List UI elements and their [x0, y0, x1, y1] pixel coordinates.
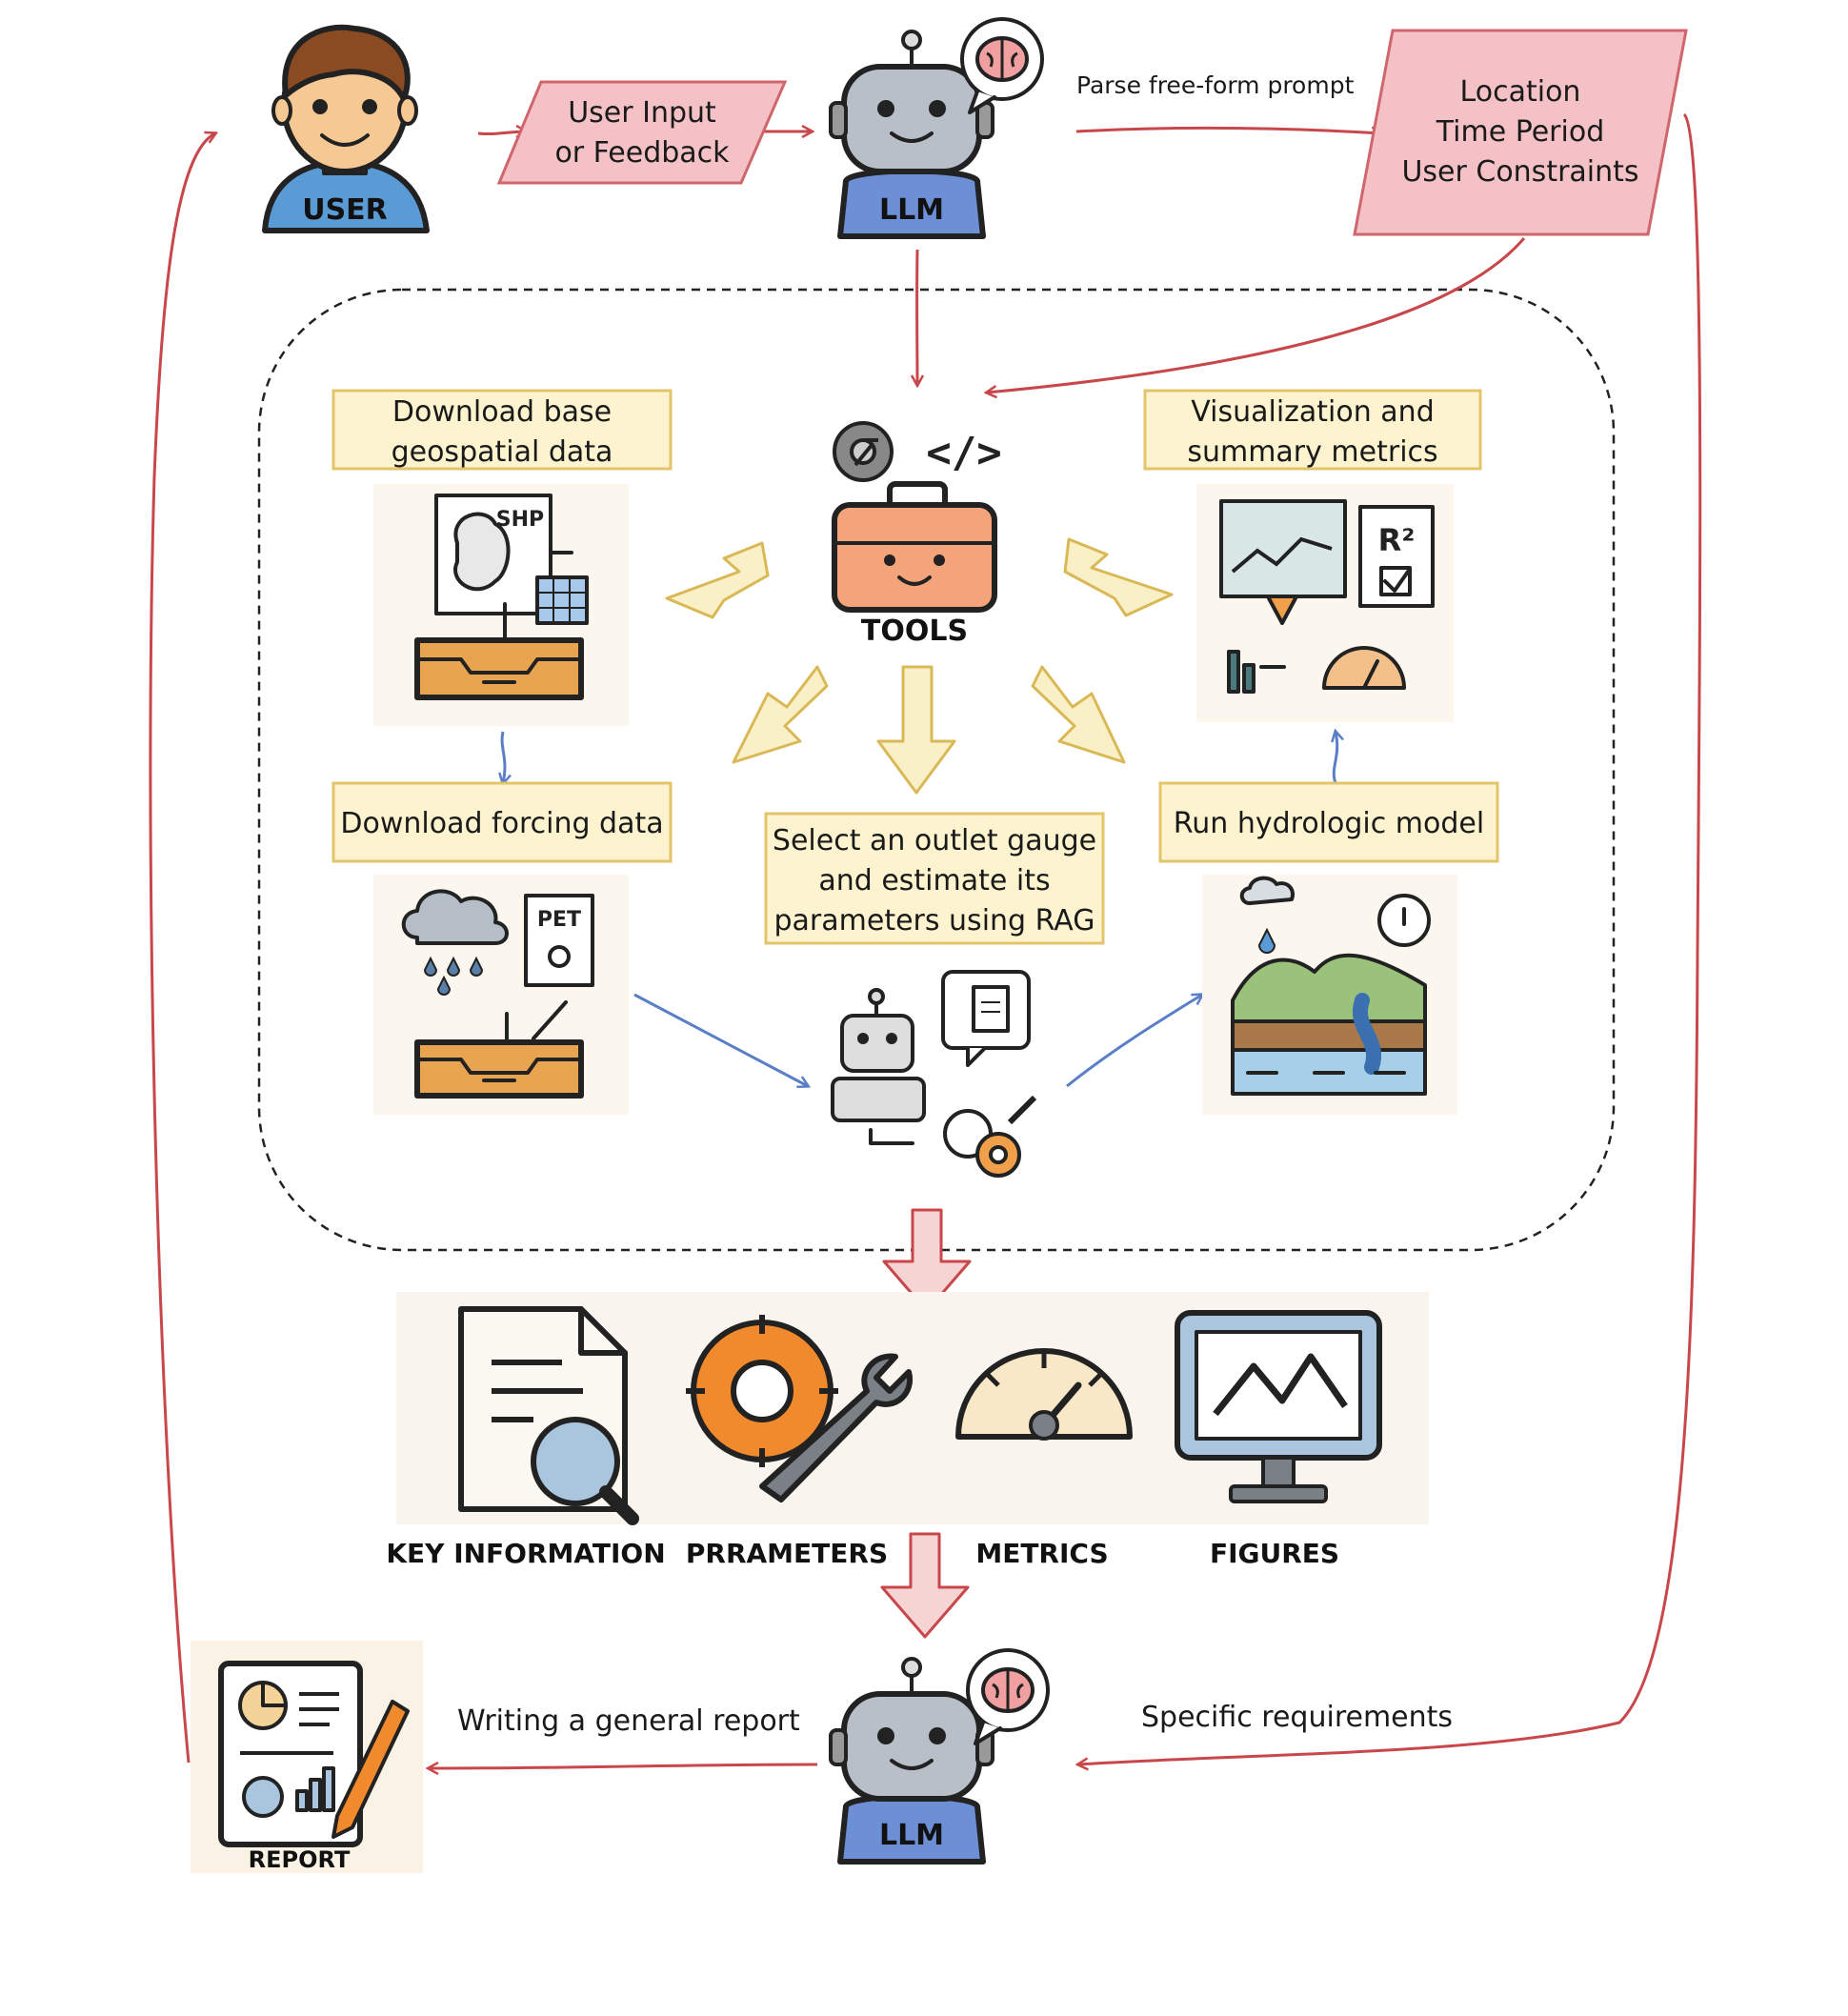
user-avatar-icon: [262, 24, 430, 233]
yellow-arrow-to-base: [665, 541, 770, 619]
step-outlet-line3: parameters using RAG: [774, 904, 1095, 937]
big-red-arrow-1: [882, 1208, 972, 1313]
yellow-arrow-down-right: [1031, 665, 1126, 764]
step-viz-box: [1143, 389, 1482, 471]
llm-top-label: LLM: [879, 193, 944, 227]
document-magnifier-icon: [458, 1306, 639, 1525]
user-input-line2: or Feedback: [554, 136, 730, 170]
tools-region-border: [257, 288, 1616, 1252]
arrow-constraints-to-bottom-llm: [1078, 112, 1702, 1764]
output-label-figures: FIGURES: [1210, 1538, 1339, 1569]
step-viz-line1: Visualization and: [1191, 395, 1434, 429]
arrow-run-to-viz: [1334, 732, 1336, 784]
step-forcing-line1: Download forcing data: [340, 807, 663, 840]
gauge-icon: [955, 1348, 1133, 1441]
svg-text:SHP: SHP: [496, 508, 544, 532]
user-input-line1: User Input: [568, 96, 716, 130]
arrow-base-to-forcing: [502, 731, 505, 783]
writing-report-label: Writing a general report: [457, 1704, 800, 1738]
tools-label: TOOLS: [861, 615, 968, 648]
gear-wrench-icon: [686, 1315, 914, 1502]
forcing-download-icon: PET: [373, 875, 629, 1115]
big-red-arrow-2: [880, 1532, 970, 1639]
svg-text:</>: </>: [926, 429, 1001, 477]
output-label-metrics: METRICS: [975, 1538, 1108, 1569]
step-base-box: [331, 389, 673, 471]
monitor-chart-icon: [1175, 1310, 1382, 1503]
tools-yellow-arrows: [665, 537, 1174, 795]
arrow-constraints-to-tools: [987, 237, 1526, 393]
svg-text:PET: PET: [537, 908, 581, 932]
report-icon: [218, 1661, 410, 1847]
visualization-metrics-icon: R²: [1196, 484, 1454, 722]
llm-robot-top-icon: [829, 17, 1044, 239]
arrow-rag-to-run: [1066, 995, 1202, 1088]
arrow-forcing-to-rag: [633, 993, 808, 1086]
llm-robot-bottom-icon: [829, 1648, 1050, 1865]
constraints-line1: Location: [1460, 75, 1581, 109]
geospatial-download-icon: SHP: [373, 484, 629, 726]
constraints-line2: Time Period: [1436, 115, 1605, 149]
step-base-line2: geospatial data: [392, 435, 613, 469]
arrow-report-to-user: [149, 133, 215, 1764]
step-run-box: [1158, 781, 1499, 863]
yellow-arrow-to-viz: [1063, 537, 1174, 617]
user-input-box: [496, 80, 788, 185]
svg-text:R²: R²: [1378, 522, 1416, 558]
report-label: REPORT: [249, 1846, 351, 1873]
rag-robot-icon: [831, 970, 1037, 1178]
yellow-arrow-down: [876, 665, 956, 795]
step-run-line1: Run hydrologic model: [1174, 807, 1484, 840]
step-viz-line2: summary metrics: [1187, 435, 1437, 469]
arrow-llm-to-constraints: [1075, 128, 1381, 133]
output-label-parameters: PRRAMETERS: [686, 1538, 888, 1569]
step-outlet-line2: and estimate its: [818, 864, 1050, 897]
step-base-line1: Download base: [392, 395, 612, 429]
step-outlet-line1: Select an outlet gauge: [773, 824, 1096, 857]
output-label-key-information: KEY INFORMATION: [386, 1538, 665, 1569]
yellow-arrow-down-left: [732, 665, 829, 764]
constraints-box: [1353, 29, 1688, 236]
step-outlet-box: [764, 812, 1105, 945]
parse-prompt-label: Parse free-form prompt: [1076, 71, 1355, 99]
llm-bottom-label: LLM: [879, 1819, 944, 1852]
user-label: USER: [302, 193, 388, 227]
toolbox-icon: </>: [832, 421, 1002, 613]
hydrologic-model-icon: [1202, 875, 1457, 1115]
step-forcing-box: [331, 781, 673, 863]
arrow-llm-to-report: [429, 1764, 818, 1768]
specific-requirements-label: Specific requirements: [1141, 1701, 1453, 1734]
constraints-line3: User Constraints: [1401, 155, 1638, 189]
